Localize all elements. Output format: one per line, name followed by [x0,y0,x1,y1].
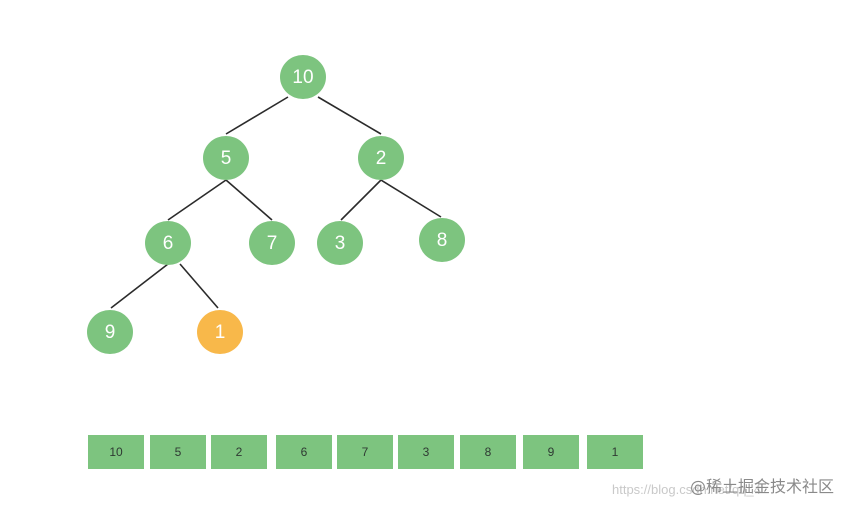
array-cell: 9 [523,435,579,469]
tree-node-label: 7 [267,233,278,254]
tree-node: 2 [358,136,404,180]
tree-nodes: 10 5 2 6 7 3 8 9 1 [87,55,465,354]
tree-node-label: 9 [105,322,116,343]
tree-node-label: 6 [163,233,174,254]
tree-edge [110,263,169,309]
tree-node-circle [145,221,191,265]
tree-node: 6 [145,221,191,265]
tree-node: 8 [419,218,465,262]
tree-edge [225,96,289,135]
tree-node-label: 10 [292,67,313,88]
tree-node: 9 [87,310,133,354]
array-cell: 6 [276,435,332,469]
tree-node: 3 [317,221,363,265]
tree-node-circle [358,136,404,180]
array-cell: 1 [587,435,643,469]
tree-edge [179,263,219,309]
tree-node-circle [249,221,295,265]
tree-node: 7 [249,221,295,265]
array-cell: 3 [398,435,454,469]
tree-edges [110,96,442,309]
tree-node-circle [280,55,326,99]
tree-edge [380,179,442,218]
tree-edge [340,179,382,221]
tree-node-label: 5 [221,148,232,169]
tree-node-circle [317,221,363,265]
tree-node-label: 1 [215,322,226,343]
tree-node: 5 [203,136,249,180]
tree-edge [317,96,382,135]
array-cell: 8 [460,435,516,469]
array-cell: 10 [88,435,144,469]
array-cell: 2 [211,435,267,469]
array-cell: 5 [150,435,206,469]
tree-node-circle [203,136,249,180]
tree-node: 10 [280,55,326,99]
tree-edge [225,179,273,221]
tree-node-circle-highlighted [197,310,243,354]
array-cell: 7 [337,435,393,469]
tree-node-circle [419,218,465,262]
tree-edge [167,179,227,221]
tree-node-label: 8 [437,230,448,251]
tree-node-label: 3 [335,233,346,254]
tree-node-label: 2 [376,148,387,169]
watermark-brand: @稀土掘金技术社区 [690,477,835,496]
watermark-url: https://blog.csdn.net/qq_4 [612,482,761,497]
tree-node: 1 [197,310,243,354]
tree-node-circle [87,310,133,354]
